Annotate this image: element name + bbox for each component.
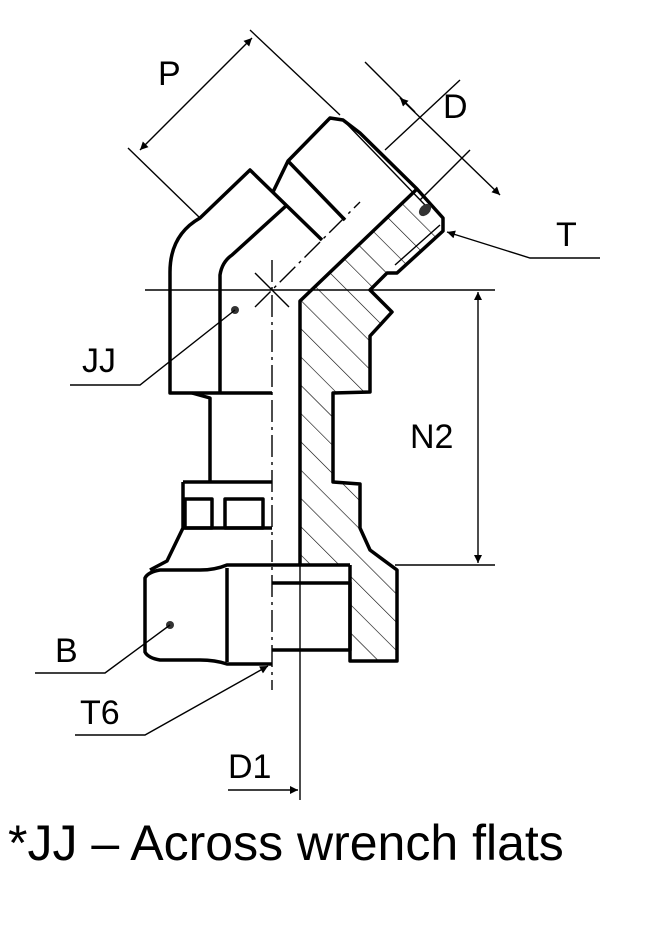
d-extension-3 — [419, 149, 471, 201]
p-dimension-line — [139, 37, 253, 151]
caption: *JJ – Across wrench flats — [8, 815, 564, 871]
hex-nut-outline — [143, 563, 272, 666]
thread-end-outline — [271, 116, 445, 663]
elbow-inner-line — [218, 203, 289, 393]
p-extension-2 — [249, 29, 341, 116]
label-t6: T6 — [80, 694, 120, 732]
b-leader — [35, 624, 171, 674]
collar-outline — [149, 480, 272, 572]
bore-line — [298, 187, 419, 565]
label-jj: JJ — [82, 342, 116, 380]
label-b: B — [55, 632, 78, 670]
collar-slot-right — [223, 497, 265, 530]
nut-section-hatch — [333, 482, 397, 661]
t6-leader — [75, 665, 269, 736]
d-dimension-line — [399, 97, 501, 196]
label-d: D — [443, 88, 468, 126]
nut-bore — [272, 563, 352, 652]
diagonal-centerline — [254, 201, 361, 308]
thread-root-line — [394, 224, 441, 266]
jj-leader — [70, 309, 236, 386]
hex-flat-line — [286, 159, 347, 222]
collar-slot-left — [183, 497, 214, 530]
label-n2: N2 — [410, 418, 453, 456]
label-d1: D1 — [228, 748, 271, 786]
label-t: T — [556, 216, 577, 254]
body-section-hatch — [300, 189, 443, 565]
oring-icon — [418, 203, 432, 217]
center-cross — [254, 272, 290, 308]
label-p: P — [158, 55, 181, 93]
neck-outline — [191, 391, 212, 482]
t-leader — [446, 230, 600, 259]
p-extension-1 — [127, 147, 201, 219]
